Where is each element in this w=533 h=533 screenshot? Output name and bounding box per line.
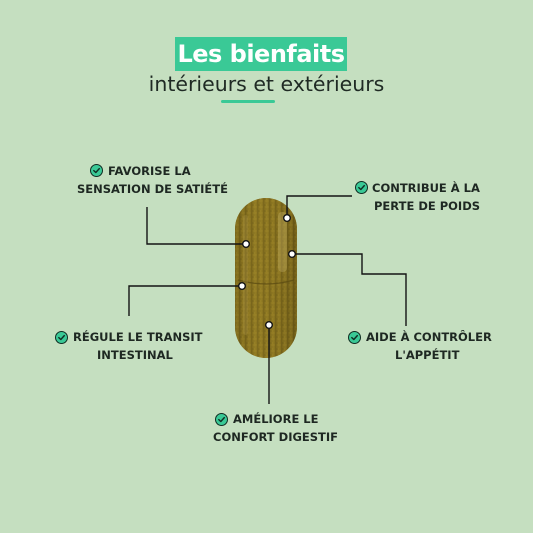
dot-satiete (241, 239, 250, 248)
connector-satiete (146, 207, 246, 245)
check-circle-icon (348, 331, 361, 344)
benefit-appetit-2: L'APPÉTIT (395, 346, 459, 364)
benefit-transit-line1: RÉGULE LE TRANSIT (73, 330, 203, 344)
check-circle-icon (55, 331, 68, 344)
benefit-transit: RÉGULE LE TRANSIT (73, 328, 203, 346)
connector-transit (128, 285, 242, 316)
check-circle-icon (355, 181, 368, 194)
page-subtitle: intérieurs et extérieurs (148, 72, 385, 96)
benefit-satiete: FAVORISE LA (108, 162, 191, 180)
benefit-appetit-line1: AIDE À CONTRÔLER (366, 330, 492, 344)
benefit-satiete-line1: FAVORISE LA (108, 164, 191, 178)
connector-appetit (292, 253, 407, 326)
benefit-satiete-line2: SENSATION DE SATIÉTÉ (77, 182, 228, 196)
dot-digestif (265, 321, 274, 330)
dot-transit (237, 282, 246, 291)
benefit-poids-line2: PERTE DE POIDS (374, 199, 481, 213)
check-circle-icon (90, 164, 103, 177)
benefit-poids-2: PERTE DE POIDS (374, 197, 480, 215)
benefit-poids: CONTRIBUE À LA (372, 179, 480, 197)
benefit-transit-2: INTESTINAL (97, 346, 173, 364)
connector-poids (286, 195, 352, 218)
page-title: Les bienfaits (177, 40, 345, 68)
benefit-transit-line2: INTESTINAL (97, 348, 173, 362)
dot-poids (283, 213, 292, 222)
benefit-digestif-2: CONFORT DIGESTIF (213, 428, 338, 446)
dot-appetit (288, 249, 297, 258)
title-highlight (175, 37, 347, 71)
check-circle-icon (215, 413, 228, 426)
benefit-digestif: AMÉLIORE LE (233, 410, 318, 428)
benefit-digestif-line1: AMÉLIORE LE (233, 412, 319, 426)
benefit-digestif-line2: CONFORT DIGESTIF (213, 430, 339, 444)
benefit-appetit: AIDE À CONTRÔLER (366, 328, 492, 346)
benefit-satiete-2: SENSATION DE SATIÉTÉ (77, 180, 228, 198)
benefit-poids-line1: CONTRIBUE À LA (372, 181, 480, 195)
benefit-appetit-line2: L'APPÉTIT (395, 348, 460, 362)
capsule (235, 198, 297, 358)
subtitle-underline (221, 100, 275, 103)
